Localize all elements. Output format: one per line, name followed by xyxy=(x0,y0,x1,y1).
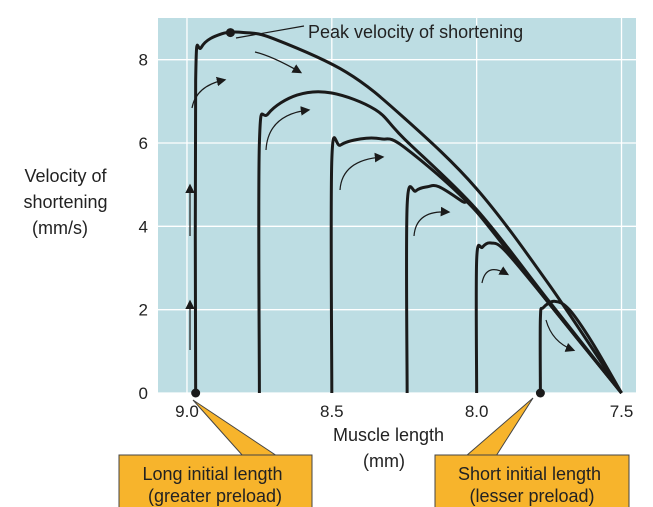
long-initial-pointer xyxy=(192,399,279,457)
velocity-curve-6 xyxy=(538,299,623,394)
direction-arrow-8 xyxy=(481,266,510,284)
y-axis-label: Velocity of shortening (mm/s) xyxy=(23,166,112,238)
short-initial-box xyxy=(434,454,630,507)
long-initial-box xyxy=(118,454,313,507)
peak-callout: Peak velocity of shortening xyxy=(235,22,523,42)
x-axis-label: Muscle length (mm) xyxy=(333,425,449,471)
x-tick-label: 7.5 xyxy=(610,402,634,421)
short-initial-callout: Short initial length (lesser preload) xyxy=(434,397,630,507)
y-tick-label: 0 xyxy=(139,384,148,403)
long-initial-label: Long initial length (greater preload) xyxy=(142,464,287,506)
y-tick-label: 8 xyxy=(139,51,148,70)
x-tick-label: 9.0 xyxy=(175,402,199,421)
x-tick-label: 8.0 xyxy=(465,402,489,421)
y-tick-label: 2 xyxy=(139,301,148,320)
direction-arrow-5 xyxy=(265,106,311,151)
direction-arrow-9 xyxy=(545,319,576,352)
y-tick-label: 4 xyxy=(139,217,148,236)
direction-arrow-6 xyxy=(339,152,385,191)
peak-label: Peak velocity of shortening xyxy=(308,22,523,42)
velocity-curve-1 xyxy=(193,30,623,394)
plot-background xyxy=(158,18,636,393)
grid xyxy=(158,18,636,394)
short-initial-marker xyxy=(535,388,545,398)
peak-leader-line xyxy=(235,25,305,39)
velocity-curve-5 xyxy=(474,241,623,394)
direction-arrows xyxy=(185,51,576,352)
long-initial-callout: Long initial length (greater preload) xyxy=(118,399,313,507)
peak-marker xyxy=(225,28,235,38)
y-tick-label: 6 xyxy=(139,134,148,153)
velocity-curves xyxy=(193,30,623,394)
x-axis-ticks: 9.0 8.5 8.0 7.5 xyxy=(175,402,633,421)
markers xyxy=(191,28,545,398)
long-initial-marker xyxy=(191,388,201,398)
direction-arrow-3 xyxy=(191,76,227,109)
short-initial-label: Short initial length (lesser preload) xyxy=(458,464,606,506)
direction-arrow-7 xyxy=(413,206,451,237)
direction-arrow-4 xyxy=(254,51,303,74)
x-tick-label: 8.5 xyxy=(320,402,344,421)
y-axis-ticks: 0 2 4 6 8 xyxy=(139,51,148,403)
